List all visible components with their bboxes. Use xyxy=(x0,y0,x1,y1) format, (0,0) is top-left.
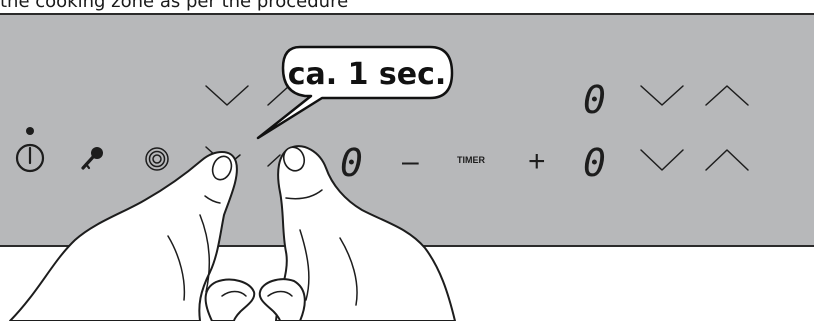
chevron-up-icon[interactable] xyxy=(706,150,748,170)
timer-display-top: 0 xyxy=(583,78,606,122)
callout-text: ca. 1 sec. xyxy=(288,57,447,92)
timer-label: TIMER xyxy=(457,155,485,165)
chevron-down-icon[interactable] xyxy=(206,86,248,105)
zone-level-display: 0 xyxy=(340,141,363,185)
timer-display-bottom: 0 xyxy=(583,141,606,185)
cooking-zone-icon[interactable] xyxy=(146,148,168,170)
left-hand xyxy=(10,152,237,321)
chevron-up-icon[interactable] xyxy=(268,86,289,105)
minus-button[interactable]: – xyxy=(402,145,419,178)
plus-button[interactable]: + xyxy=(528,145,546,178)
key-lock-icon[interactable] xyxy=(83,147,103,168)
left-thumb xyxy=(206,280,255,321)
speech-bubble: ca. 1 sec. xyxy=(258,47,452,138)
right-thumb xyxy=(260,279,305,321)
power-icon[interactable] xyxy=(17,127,43,171)
chevron-down-icon[interactable] xyxy=(641,86,683,105)
chevron-up-icon[interactable] xyxy=(706,86,748,105)
chevron-down-icon[interactable] xyxy=(641,150,683,170)
